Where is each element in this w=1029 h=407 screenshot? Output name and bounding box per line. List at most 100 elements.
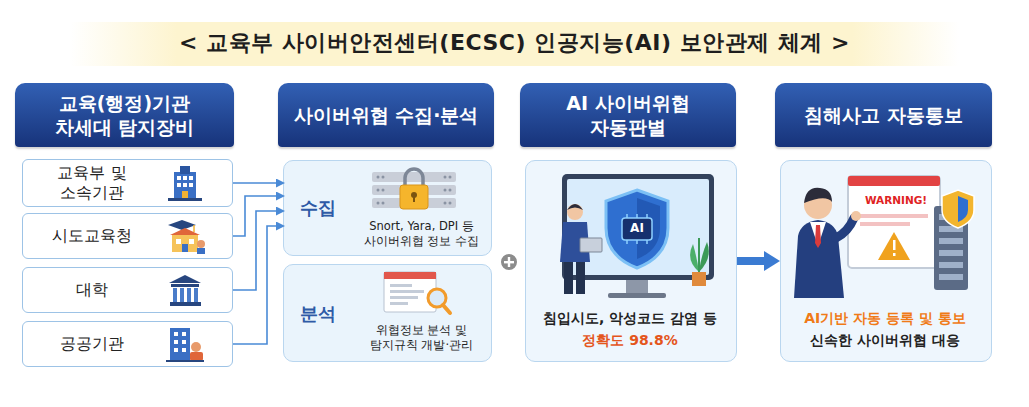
caption-text: 침입시도, 악성코드 감염 등 [526, 309, 734, 327]
illustration-shape [692, 272, 706, 286]
illustration-shape [690, 244, 699, 272]
illustration-shape [580, 238, 602, 252]
warning-illustration [794, 176, 974, 298]
illustration-shape [626, 280, 648, 294]
illustration-shape [804, 188, 832, 203]
warning-label: WARNING! [856, 194, 936, 206]
illustration-shape [182, 244, 188, 252]
chip-label: AI [622, 221, 652, 235]
illustration-shape [169, 275, 201, 283]
illustration-shape [576, 262, 585, 294]
illustration-shape [836, 218, 854, 238]
illustration-shape [443, 305, 450, 313]
illustration-shape [893, 240, 896, 250]
caption-text: AI기반 자동 등록 및 통보 [781, 309, 989, 327]
illustration-shape [170, 328, 190, 360]
illustration-shape [182, 348, 186, 352]
column-header: 침해사고 자동통보 [775, 83, 992, 147]
connector-arrow [233, 226, 283, 344]
flow-arrow [737, 257, 767, 265]
illustration-shape [390, 296, 418, 299]
illustration-shape [182, 340, 186, 344]
illustration-shape [382, 202, 385, 205]
illustration-shape [197, 248, 205, 254]
ai-monitor-illustration [560, 174, 714, 298]
illustration-shape [939, 238, 963, 244]
illustration-shape [893, 253, 896, 256]
illustration-shape [377, 176, 380, 179]
illustration-shape [174, 340, 178, 344]
illustration-shape [449, 189, 452, 192]
illustration-shape [400, 185, 428, 209]
illustration-shape [646, 240, 648, 244]
illustration-shape [626, 214, 628, 218]
illustration-shape [190, 352, 203, 361]
connector-arrow [233, 196, 283, 236]
illustration-shape [180, 166, 190, 174]
illustration-shape [384, 272, 436, 279]
illustration-shape [166, 360, 204, 362]
illustration-shape [390, 302, 408, 305]
illustration-shape [183, 176, 187, 180]
illustration-shape [183, 183, 187, 187]
illustration-shape [508, 257, 510, 267]
illustration-shape [626, 240, 628, 244]
illustration-shape [444, 176, 447, 179]
illustration-shape [173, 288, 177, 302]
box-label: 교육부 및 소속기관 [31, 163, 153, 203]
illustration-shape [168, 220, 196, 230]
illustration-shape [189, 239, 194, 244]
illustration-shape [636, 214, 638, 218]
illustration-shape [193, 225, 195, 232]
illustration-shape [189, 176, 193, 180]
illustration-shape [958, 196, 968, 222]
illustration-shape [172, 234, 198, 252]
illustration-shape [500, 253, 518, 271]
ministry-icon [168, 166, 202, 201]
illustration-shape [197, 240, 205, 248]
illustration-shape [174, 348, 178, 352]
illustration-shape [182, 191, 188, 198]
illustration-shape [168, 198, 202, 201]
column-header: 사이버위협 수집·분석 [278, 83, 494, 147]
illustration-shape [413, 196, 415, 202]
document-search-icon [384, 272, 450, 313]
header-text: 사이버위협 수집·분석 [291, 103, 481, 127]
section-heading: 분석 [300, 303, 350, 325]
illustration-shape [939, 262, 963, 268]
caption-text: 신속한 사이버위협 대응 [781, 331, 989, 349]
illustration-shape [564, 262, 573, 294]
accuracy-text: 정확도 98.8% [526, 331, 734, 349]
school-icon [168, 220, 205, 254]
illustration-shape [382, 189, 385, 192]
illustration-shape [567, 204, 583, 210]
source-box: 대학 [22, 267, 233, 313]
illustration-shape [177, 176, 181, 180]
illustration-shape [449, 176, 452, 179]
illustration-shape [176, 239, 181, 244]
header-text: 교육(행정)기관 차세대 탐지장비 [30, 91, 220, 140]
illustration-shape [444, 202, 447, 205]
illustration-shape [377, 189, 380, 192]
box-label: 시도교육청 [31, 226, 153, 246]
illustration-shape [860, 222, 910, 226]
illustration-shape [377, 202, 380, 205]
header-text: 침해사고 자동통보 [789, 103, 979, 127]
illustration-shape [567, 204, 583, 220]
illustration-shape [174, 332, 178, 336]
section-heading: 수집 [300, 197, 350, 219]
illustration-shape [860, 214, 928, 218]
column-header: AI 사이버위협 자동판별 [520, 83, 736, 147]
illustration-shape [622, 218, 652, 240]
description-text: 위협정보 분석 및 탐지규칙 개발·관리 [354, 323, 489, 353]
illustration-shape [939, 250, 963, 256]
description-text: Snort, Yara, DPI 등 사이버위협 정보 수집 [354, 219, 489, 249]
illustration-shape [180, 288, 184, 302]
illustration-shape [698, 238, 700, 272]
illustration-shape [848, 176, 940, 186]
illustration-shape [170, 302, 201, 306]
illustration-shape [189, 183, 193, 187]
illustration-shape [939, 274, 963, 280]
illustration-shape [699, 242, 709, 272]
illustration-shape [405, 169, 423, 186]
